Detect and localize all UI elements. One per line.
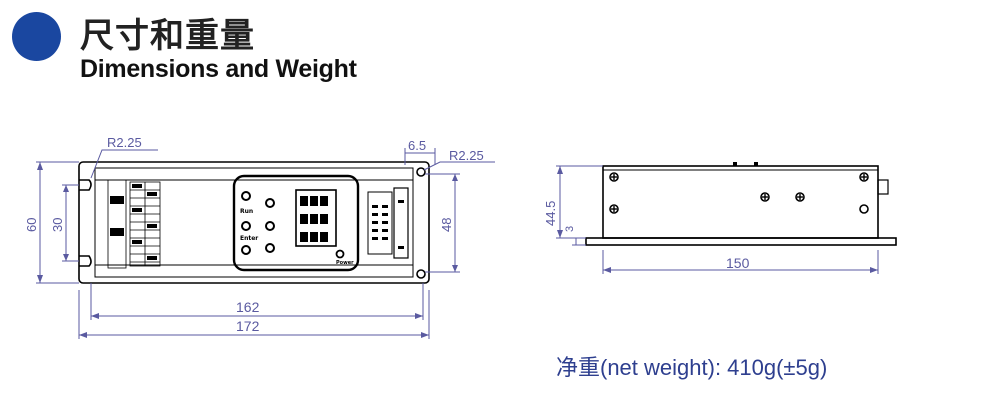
side-base-flange [585,237,897,246]
label-power: Power [336,260,354,266]
digit-display [295,189,337,247]
right-hole-top [416,167,426,177]
led-4 [265,221,275,231]
side-body-outline [602,165,879,239]
dim-height-30: 30 [50,218,65,232]
led-6 [265,243,275,253]
dim-width-top: 6.5 [408,138,426,153]
dim-length-172: 172 [236,318,260,334]
dim-r-right: R2.25 [449,148,484,163]
dim-height-48: 48 [439,218,454,232]
led-3 [241,221,251,231]
dim-r-left: R2.25 [107,135,142,150]
terminal-labels [107,179,161,269]
front-body-outline [78,161,430,284]
dim-length-162: 162 [236,299,260,315]
net-weight-note: 净重(net weight): 410g(±5g) [556,355,828,380]
led-1 [241,191,251,201]
left-slot-top [79,179,92,191]
dim-height-44-5: 44.5 [543,201,558,226]
side-view: 44.5 3 150 [543,162,897,274]
db-connector [367,187,409,259]
section-bullet [12,12,61,61]
dim-height-60: 60 [24,218,39,232]
side-knob [877,179,889,195]
label-enter: Enter [240,235,258,242]
section-title-en: Dimensions and Weight [80,55,357,83]
power-led [335,249,345,259]
front-view: Run Enter Power [24,135,495,339]
dim-length-150: 150 [726,255,750,271]
label-run: Run [240,208,253,215]
section-title-cn: 尺寸和重量 [80,16,255,56]
dim-height-3: 3 [564,226,576,232]
led-5 [241,245,251,255]
led-2 [265,198,275,208]
left-slot-bottom [79,255,92,267]
front-inner-panel [94,167,414,278]
right-hole-bottom [416,269,426,279]
side-screws [609,172,869,214]
control-panel [232,174,360,272]
